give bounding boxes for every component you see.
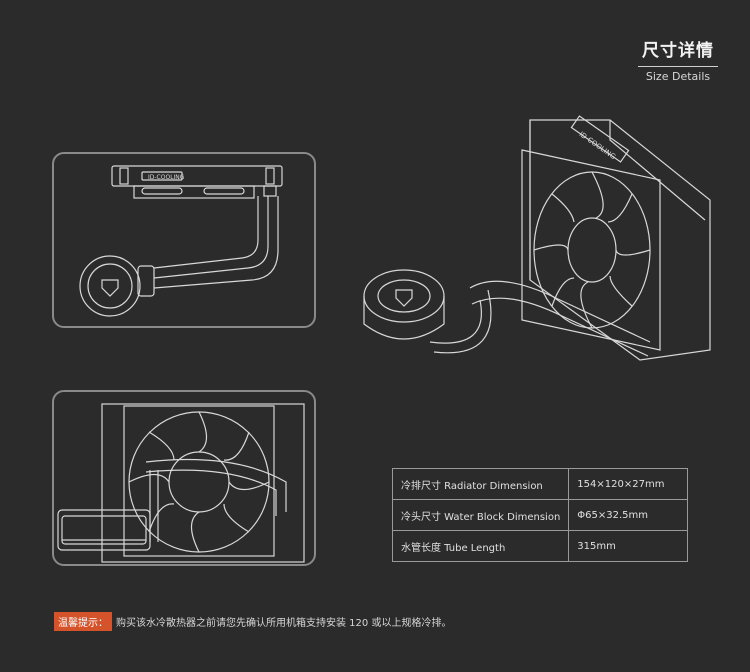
spec-value: 154×120×27mm [568, 468, 688, 500]
spec-row: 冷排尺寸 Radiator Dimension 154×120×27mm [391, 468, 688, 500]
top-view-panel: ID-COOLING [52, 152, 316, 328]
section-header: 尺寸详情 Size Details [638, 36, 718, 83]
install-notice: 温馨提示： 购买该水冷散热器之前请您先确认所用机箱支持安装 120 或以上规格冷… [54, 612, 451, 631]
spec-table: 冷排尺寸 Radiator Dimension 154×120×27mm 冷头尺… [391, 468, 688, 562]
section-title-en: Size Details [645, 70, 711, 83]
spec-label: 水管长度 Tube Length [391, 530, 570, 562]
isometric-cooler-drawing: ID-COOLING [360, 110, 730, 370]
spec-row: 冷头尺寸 Water Block Dimension Φ65×32.5mm [391, 499, 688, 531]
notice-text: 购买该水冷散热器之前请您先确认所用机箱支持安装 120 或以上规格冷排。 [116, 618, 452, 629]
brand-logo-iso: ID-COOLING [578, 130, 617, 161]
front-view-drawing [57, 403, 305, 563]
isometric-view: ID-COOLING [363, 115, 711, 361]
spec-row: 水管长度 Tube Length 315mm [391, 530, 688, 562]
brand-logo-top: ID-COOLING [148, 174, 185, 181]
spec-label: 冷头尺寸 Water Block Dimension [391, 499, 570, 531]
front-view-panel [52, 390, 316, 566]
top-view-drawing: ID-COOLING [79, 165, 283, 317]
spec-value: 315mm [568, 530, 688, 562]
spec-label: 冷排尺寸 Radiator Dimension [391, 468, 570, 500]
title-underline [638, 66, 718, 67]
section-title-zh: 尺寸详情 [642, 41, 714, 61]
notice-tag: 温馨提示： [54, 612, 112, 631]
spec-value: Φ65×32.5mm [568, 499, 688, 531]
